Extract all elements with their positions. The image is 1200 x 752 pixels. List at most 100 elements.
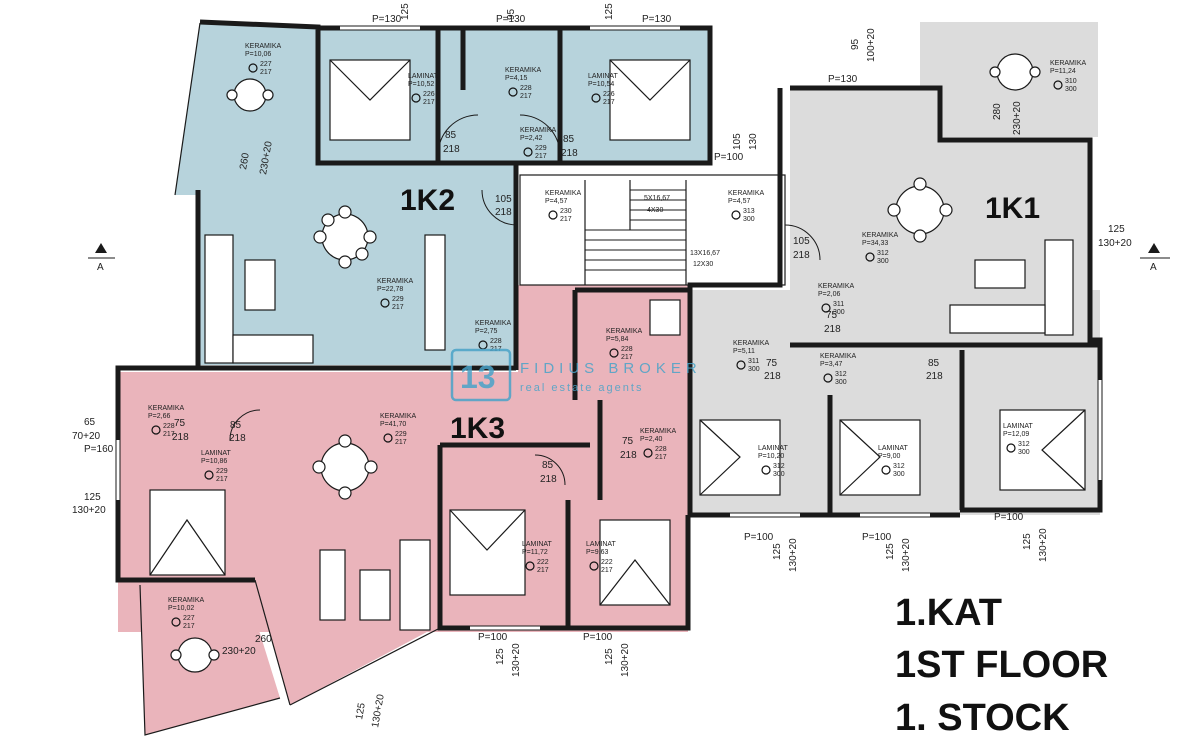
level-marker-icon: [736, 360, 746, 370]
stair-note: 4X30: [647, 207, 663, 214]
room-level-code: 227: [260, 61, 272, 68]
level-marker-icon: [380, 298, 390, 308]
level-marker-icon: [151, 425, 161, 435]
room-area: P=2,42: [520, 135, 542, 142]
dim-label: 230+20: [222, 646, 256, 657]
room-level-code: 300: [748, 366, 760, 373]
room-material: KERAMIKA: [245, 43, 282, 50]
room-material: LAMINAT: [586, 541, 617, 548]
floor-label-de: 1. STOCK: [895, 697, 1070, 739]
room-area: P=4,57: [545, 198, 567, 205]
dim-label: 130+20: [370, 693, 387, 728]
level-marker-icon: [525, 561, 535, 571]
dim-label: 230+20: [1012, 101, 1023, 135]
room-area: P=2,75: [475, 328, 497, 335]
room-material: KERAMIKA: [606, 328, 643, 335]
room-level-code: 217: [260, 69, 272, 76]
level-marker-icon: [411, 93, 421, 103]
dim-label: 218: [793, 250, 810, 261]
room-level-code: 229: [392, 296, 404, 303]
room-level-code: 228: [490, 338, 502, 345]
room-level-code: 300: [773, 471, 785, 478]
dim-label: P=100: [478, 632, 508, 643]
room-material: KERAMIKA: [818, 283, 855, 290]
room-level-code: 312: [877, 250, 889, 257]
room-level-code: 300: [877, 258, 889, 265]
room-area: P=10,54: [588, 81, 614, 88]
dim-label: 218: [561, 148, 578, 159]
room-material: KERAMIKA: [505, 67, 542, 74]
room-area: P=10,86: [201, 458, 227, 465]
stair-notes: 5X16,67 4X30 13X16,67 12X30: [644, 195, 720, 268]
dim-label: 85: [928, 358, 940, 369]
room-area: P=10,20: [758, 453, 784, 460]
watermark-logo-box: [450, 348, 512, 402]
room-level-code: 228: [655, 446, 667, 453]
room-level-code: 228: [163, 423, 175, 430]
dim-label: 218: [443, 144, 460, 155]
room-material: KERAMIKA: [640, 428, 677, 435]
section-mark-left: A: [88, 243, 115, 273]
unit-label-1k2: 1K2: [400, 184, 455, 217]
level-marker-icon: [865, 252, 875, 262]
room-level-code: 217: [395, 439, 407, 446]
room-area: P=11,72: [522, 549, 548, 556]
dim-label: 130+20: [1038, 528, 1049, 562]
room-material: KERAMIKA: [168, 597, 205, 604]
room-area: P=10,02: [168, 605, 194, 612]
room-level-code: 229: [216, 468, 228, 475]
dim-label: 125: [885, 543, 896, 560]
room-level-code: 226: [423, 91, 435, 98]
watermark-name: FIDIUS BROKER: [520, 360, 702, 377]
room-area: P=34,33: [862, 240, 888, 247]
dim-label: 130: [748, 133, 759, 150]
room-level-code: 312: [773, 463, 785, 470]
level-marker-icon: [1006, 443, 1016, 453]
room-area: P=2,66: [148, 413, 170, 420]
room-area: P=10,52: [408, 81, 434, 88]
room-area: P=41,70: [380, 421, 406, 428]
room-level-code: 300: [1065, 86, 1077, 93]
dim-label: 218: [229, 433, 246, 444]
dim-label: 105: [495, 194, 512, 205]
room-area: P=10,06: [245, 51, 271, 58]
level-marker-icon: [548, 210, 558, 220]
dim-label: 218: [540, 474, 557, 485]
stair-note: 5X16,67: [644, 195, 670, 202]
level-marker-icon: [171, 617, 181, 627]
room-level-code: 228: [520, 85, 532, 92]
room-material: LAMINAT: [878, 445, 909, 452]
level-marker-icon: [591, 93, 601, 103]
room-level-code: 312: [1018, 441, 1030, 448]
dim-label: P=100: [744, 532, 774, 543]
dim-label: 130+20: [788, 538, 799, 572]
room-area: P=9,00: [878, 453, 900, 460]
windows: [116, 26, 1102, 630]
room-area: P=3,47: [820, 361, 842, 368]
room-material: KERAMIKA: [475, 320, 512, 327]
stair-note: 12X30: [693, 261, 713, 268]
room-area: P=2,40: [640, 436, 662, 443]
room-level-code: 217: [163, 431, 175, 438]
dim-label: 260: [255, 634, 272, 645]
level-marker-icon: [881, 465, 891, 475]
room-material: KERAMIKA: [728, 190, 765, 197]
dim-label: 218: [764, 371, 781, 382]
dim-label: P=100: [714, 152, 744, 163]
dim-label: 85: [445, 130, 457, 141]
room-material: LAMINAT: [201, 450, 232, 457]
room-level-code: 217: [560, 216, 572, 223]
level-marker-icon: [508, 87, 518, 97]
level-marker-icon: [823, 373, 833, 383]
section-mark-left-label: A: [97, 262, 104, 273]
watermark: 13 FIDIUS BROKER real estate agents: [450, 348, 702, 402]
dim-label: 65: [84, 417, 96, 428]
dim-label: 95: [506, 8, 517, 20]
room-material: LAMINAT: [758, 445, 789, 452]
room-level-code: 311: [748, 358, 759, 365]
room-level-code: 311: [833, 301, 844, 308]
dim-label: P=100: [862, 532, 892, 543]
dim-label: 280: [992, 103, 1003, 120]
dim-label: P=130: [372, 14, 402, 25]
room-material: KERAMIKA: [820, 353, 857, 360]
